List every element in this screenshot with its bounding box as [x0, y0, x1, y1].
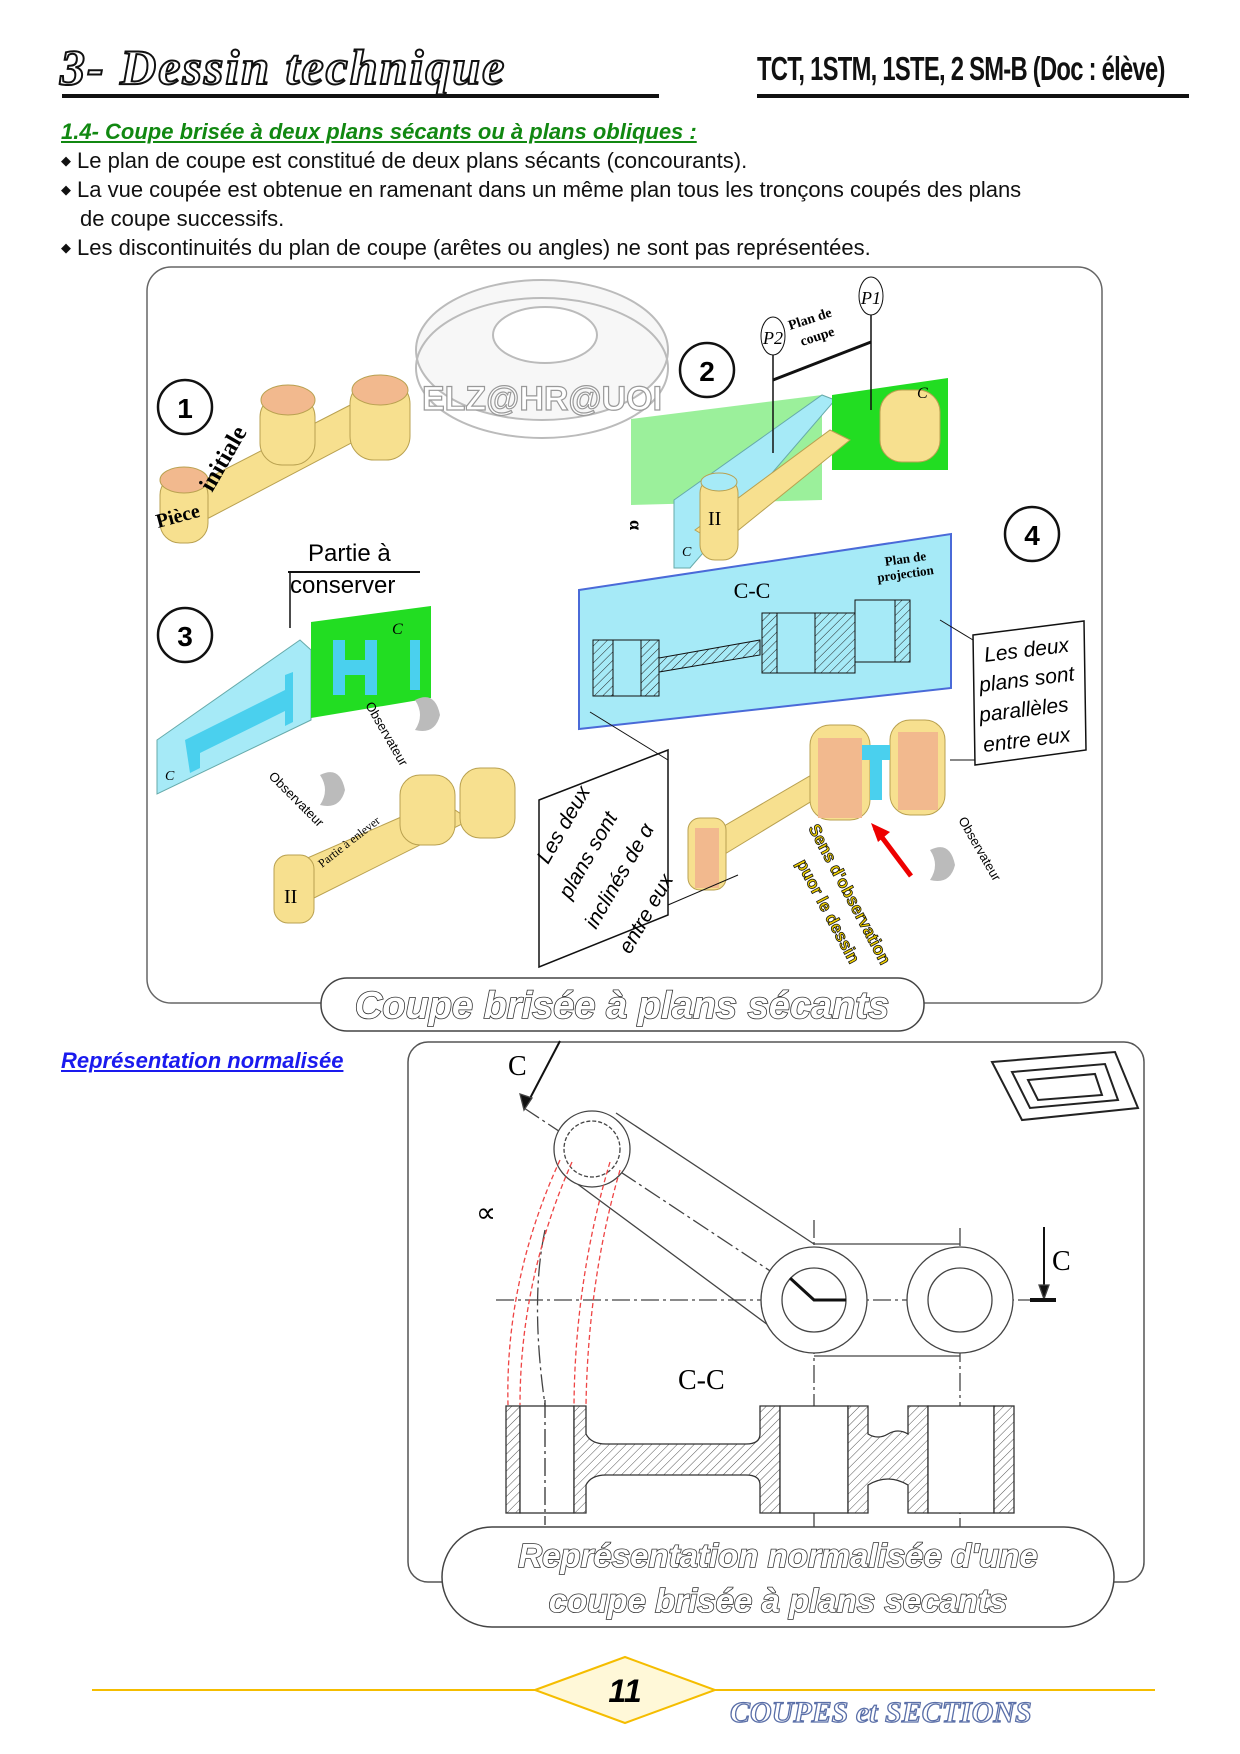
page-number-diamond — [532, 1655, 718, 1725]
class-levels: TCT, 1STM, 1STE, 2 SM-B (Doc : élève) — [757, 50, 1165, 87]
part-to-keep-illustration: C C Partie à conserver — [156, 540, 431, 795]
note-inclined-planes: Les deux plans sont inclinés de α entre … — [532, 711, 739, 969]
section-c-top-label: C — [508, 1051, 527, 1082]
svg-text:3: 3 — [177, 621, 193, 652]
svg-text:1: 1 — [177, 393, 193, 424]
step-3-badge: 3 — [156, 606, 214, 664]
watermark-logo: ELZ@HR@UOI — [415, 279, 669, 439]
classes-underline — [757, 94, 1189, 98]
svg-text:conserver: conserver — [290, 572, 395, 599]
page-number: 11 — [608, 1673, 641, 1709]
note-parallel-planes: Les deux plans sont parallèles entre eux — [939, 619, 1087, 766]
isometric-frame-icon — [990, 1050, 1140, 1122]
eye-icon — [930, 847, 955, 881]
chapter-footer: COUPES et SECTIONS — [730, 1696, 1032, 1729]
cc-label: C-C — [734, 578, 771, 603]
svg-text:Coupe brisée à plans sécants: Coupe brisée à plans sécants — [355, 985, 889, 1027]
projection-plane: C-C Plan de projection — [578, 532, 952, 731]
svg-text:2: 2 — [699, 356, 715, 387]
svg-text:C: C — [682, 545, 692, 560]
svg-text:II: II — [284, 886, 297, 908]
svg-text:Représentation normalisée d'un: Représentation normalisée d'une — [518, 1537, 1037, 1574]
bullet-item: ◆ Le plan de coupe est constitué de deux … — [61, 148, 747, 174]
step-2-badge: 2 — [678, 341, 736, 399]
partie-conserver-label: Partie à — [308, 540, 391, 567]
section-view-cc — [505, 1400, 1015, 1525]
cc-label: C-C — [678, 1365, 725, 1396]
part-to-remove-illustration: II Partie à enlever — [273, 767, 516, 924]
top-view — [496, 1040, 1056, 1530]
alpha-angle-label: ∝ — [476, 1198, 496, 1229]
svg-text:α: α — [626, 520, 646, 530]
svg-text:P2: P2 — [762, 328, 783, 348]
bullet-item: ◆ Les discontinuités du plan de coupe (ar… — [61, 235, 871, 261]
figure-3d-caption: Coupe brisée à plans sécants — [320, 977, 925, 1032]
eye-icon — [415, 697, 440, 731]
svg-text:ELZ@HR@UOI: ELZ@HR@UOI — [422, 380, 662, 418]
red-arrowhead-icon — [871, 823, 890, 842]
svg-text:coupe brisée à plans secants: coupe brisée à plans secants — [549, 1582, 1008, 1619]
bullet-text: Le plan de coupe est constitué de deux p… — [77, 148, 748, 173]
svg-text:C: C — [392, 621, 403, 638]
bullet-continuation: de coupe successifs. — [80, 206, 285, 231]
step-1-badge: 1 — [156, 378, 214, 436]
svg-text:II: II — [708, 508, 721, 530]
svg-text:4: 4 — [1024, 520, 1040, 551]
cutting-planes-illustration: P2 P1 Plan de coupe C C II α — [626, 276, 948, 569]
bullet-text: La vue coupée est obtenue en ramenant da… — [77, 177, 1022, 202]
section-c-right-label: C — [1052, 1246, 1071, 1277]
eye-icon — [320, 772, 345, 806]
svg-text:C: C — [165, 769, 175, 784]
svg-text:P1: P1 — [860, 288, 881, 308]
section-heading: 1.4- Coupe brisée à deux plans sécants o… — [61, 119, 697, 144]
svg-text:Plan de: Plan de — [884, 548, 927, 569]
chapter-title: 3- Dessin technique — [59, 38, 507, 96]
svg-text:C: C — [917, 385, 928, 402]
representation-normalisee-link[interactable]: Représentation normalisée — [61, 1048, 344, 1073]
bullet-text: Les discontinuités du plan de coupe (arê… — [77, 235, 871, 260]
diamond-bullet-icon: ◆ — [61, 182, 71, 197]
title-underline — [62, 94, 659, 98]
diamond-bullet-icon: ◆ — [61, 153, 71, 168]
diamond-bullet-icon: ◆ — [61, 240, 71, 255]
normalized-caption: Représentation normalisée d'une coupe br… — [441, 1526, 1115, 1628]
sectioned-part-illustration — [687, 719, 946, 891]
step-4-badge: 4 — [1003, 505, 1061, 563]
bullet-item: ◆ La vue coupée est obtenue en ramenant d… — [61, 177, 1021, 203]
